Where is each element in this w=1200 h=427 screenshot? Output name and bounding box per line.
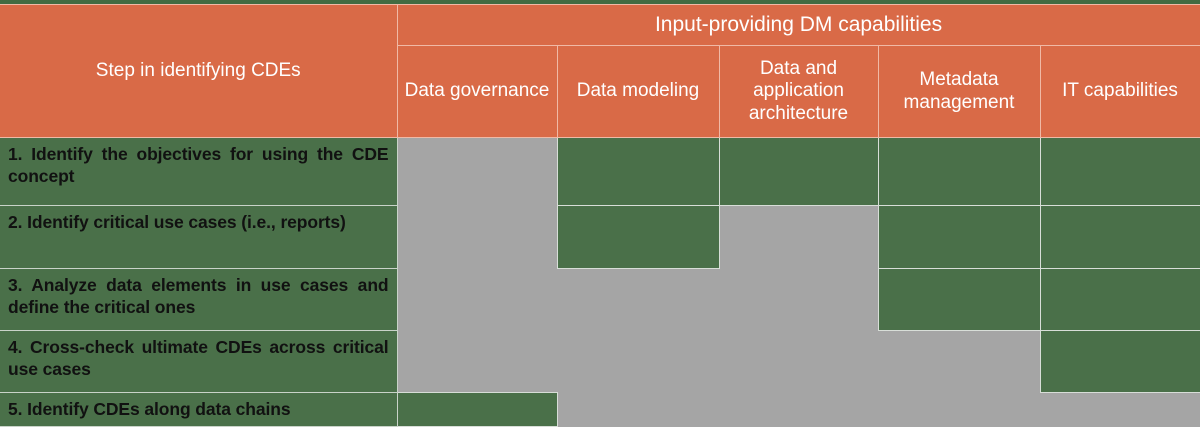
header-row-columns: Data governance Data modeling Data and a…	[0, 45, 1200, 138]
matrix-cell-step-3-metadata-management	[877, 268, 1041, 331]
matrix-cell-step-4-data-governance	[397, 330, 557, 393]
matrix-cell-step-5-data-governance	[396, 392, 558, 427]
matrix-cell-step-3-it-capabilities	[1039, 268, 1200, 331]
row-label-step-1: 1. Identify the objectives for using the…	[0, 137, 398, 206]
table-row: 4. Cross-check ultimate CDEs across crit…	[0, 330, 1200, 393]
matrix-cell-step-1-metadata-management	[877, 137, 1041, 206]
column-header-it-capabilities: IT capabilities	[1039, 45, 1200, 138]
matrix-cell-step-1-data-modeling	[556, 137, 720, 206]
matrix-cell-step-2-it-capabilities	[1039, 205, 1200, 269]
matrix-cell-step-2-metadata-management	[877, 205, 1041, 269]
matrix-cell-step-1-data-and-application-architecture	[718, 137, 879, 206]
row-label-step-2: 2. Identify critical use cases (i.e., re…	[0, 205, 398, 269]
matrix-cell-step-5-it-capabilities	[1040, 392, 1200, 427]
table-row: 1. Identify the objectives for using the…	[0, 137, 1200, 206]
row-label-step-3: 3. Analyze data elements in use cases an…	[0, 268, 398, 331]
row-label-step-5: 5. Identify CDEs along data chains	[0, 392, 398, 427]
matrix-cell-step-5-metadata-management	[878, 392, 1040, 427]
matrix-cell-step-1-it-capabilities	[1039, 137, 1200, 206]
group-header-input-providing-dm-capabilities: Input-providing DM capabilities	[396, 4, 1200, 46]
column-header-metadata-management: Metadata management	[877, 45, 1041, 138]
matrix-cell-step-3-data-modeling	[557, 268, 719, 331]
matrix-cell-step-3-data-governance	[397, 268, 557, 331]
matrix-cell-step-2-data-and-application-architecture	[719, 205, 878, 269]
table-header: Step in identifying CDEs Input-providing…	[0, 4, 1200, 138]
matrix-cell-step-2-data-governance	[397, 205, 557, 269]
matrix-cell-step-3-data-and-application-architecture	[719, 268, 878, 331]
matrix-cell-step-4-data-and-application-architecture	[719, 330, 878, 393]
matrix-cell-step-5-data-modeling	[557, 392, 719, 427]
cde-capability-matrix: Step in identifying CDEs Input-providing…	[0, 4, 1200, 427]
matrix-cell-step-1-data-governance	[397, 137, 557, 206]
matrix-cell-step-4-it-capabilities	[1039, 330, 1200, 393]
row-label-step-4: 4. Cross-check ultimate CDEs across crit…	[0, 330, 398, 393]
matrix-cell-step-5-data-and-application-architecture	[719, 392, 878, 427]
table-body: 1. Identify the objectives for using the…	[0, 137, 1200, 427]
table-row: 5. Identify CDEs along data chains	[0, 392, 1200, 427]
corner-header-step-in-identifying-cdes: Step in identifying CDEs	[0, 4, 398, 138]
matrix-cell-step-4-metadata-management	[878, 330, 1040, 393]
column-header-data-governance: Data governance	[396, 45, 558, 138]
table-row: 3. Analyze data elements in use cases an…	[0, 268, 1200, 331]
table-row: 2. Identify critical use cases (i.e., re…	[0, 205, 1200, 269]
column-header-data-modeling: Data modeling	[556, 45, 720, 138]
column-header-data-and-application-architecture: Data and application architecture	[718, 45, 879, 138]
matrix-cell-step-2-data-modeling	[556, 205, 720, 269]
matrix-cell-step-4-data-modeling	[557, 330, 719, 393]
header-row-group: Step in identifying CDEs Input-providing…	[0, 4, 1200, 138]
